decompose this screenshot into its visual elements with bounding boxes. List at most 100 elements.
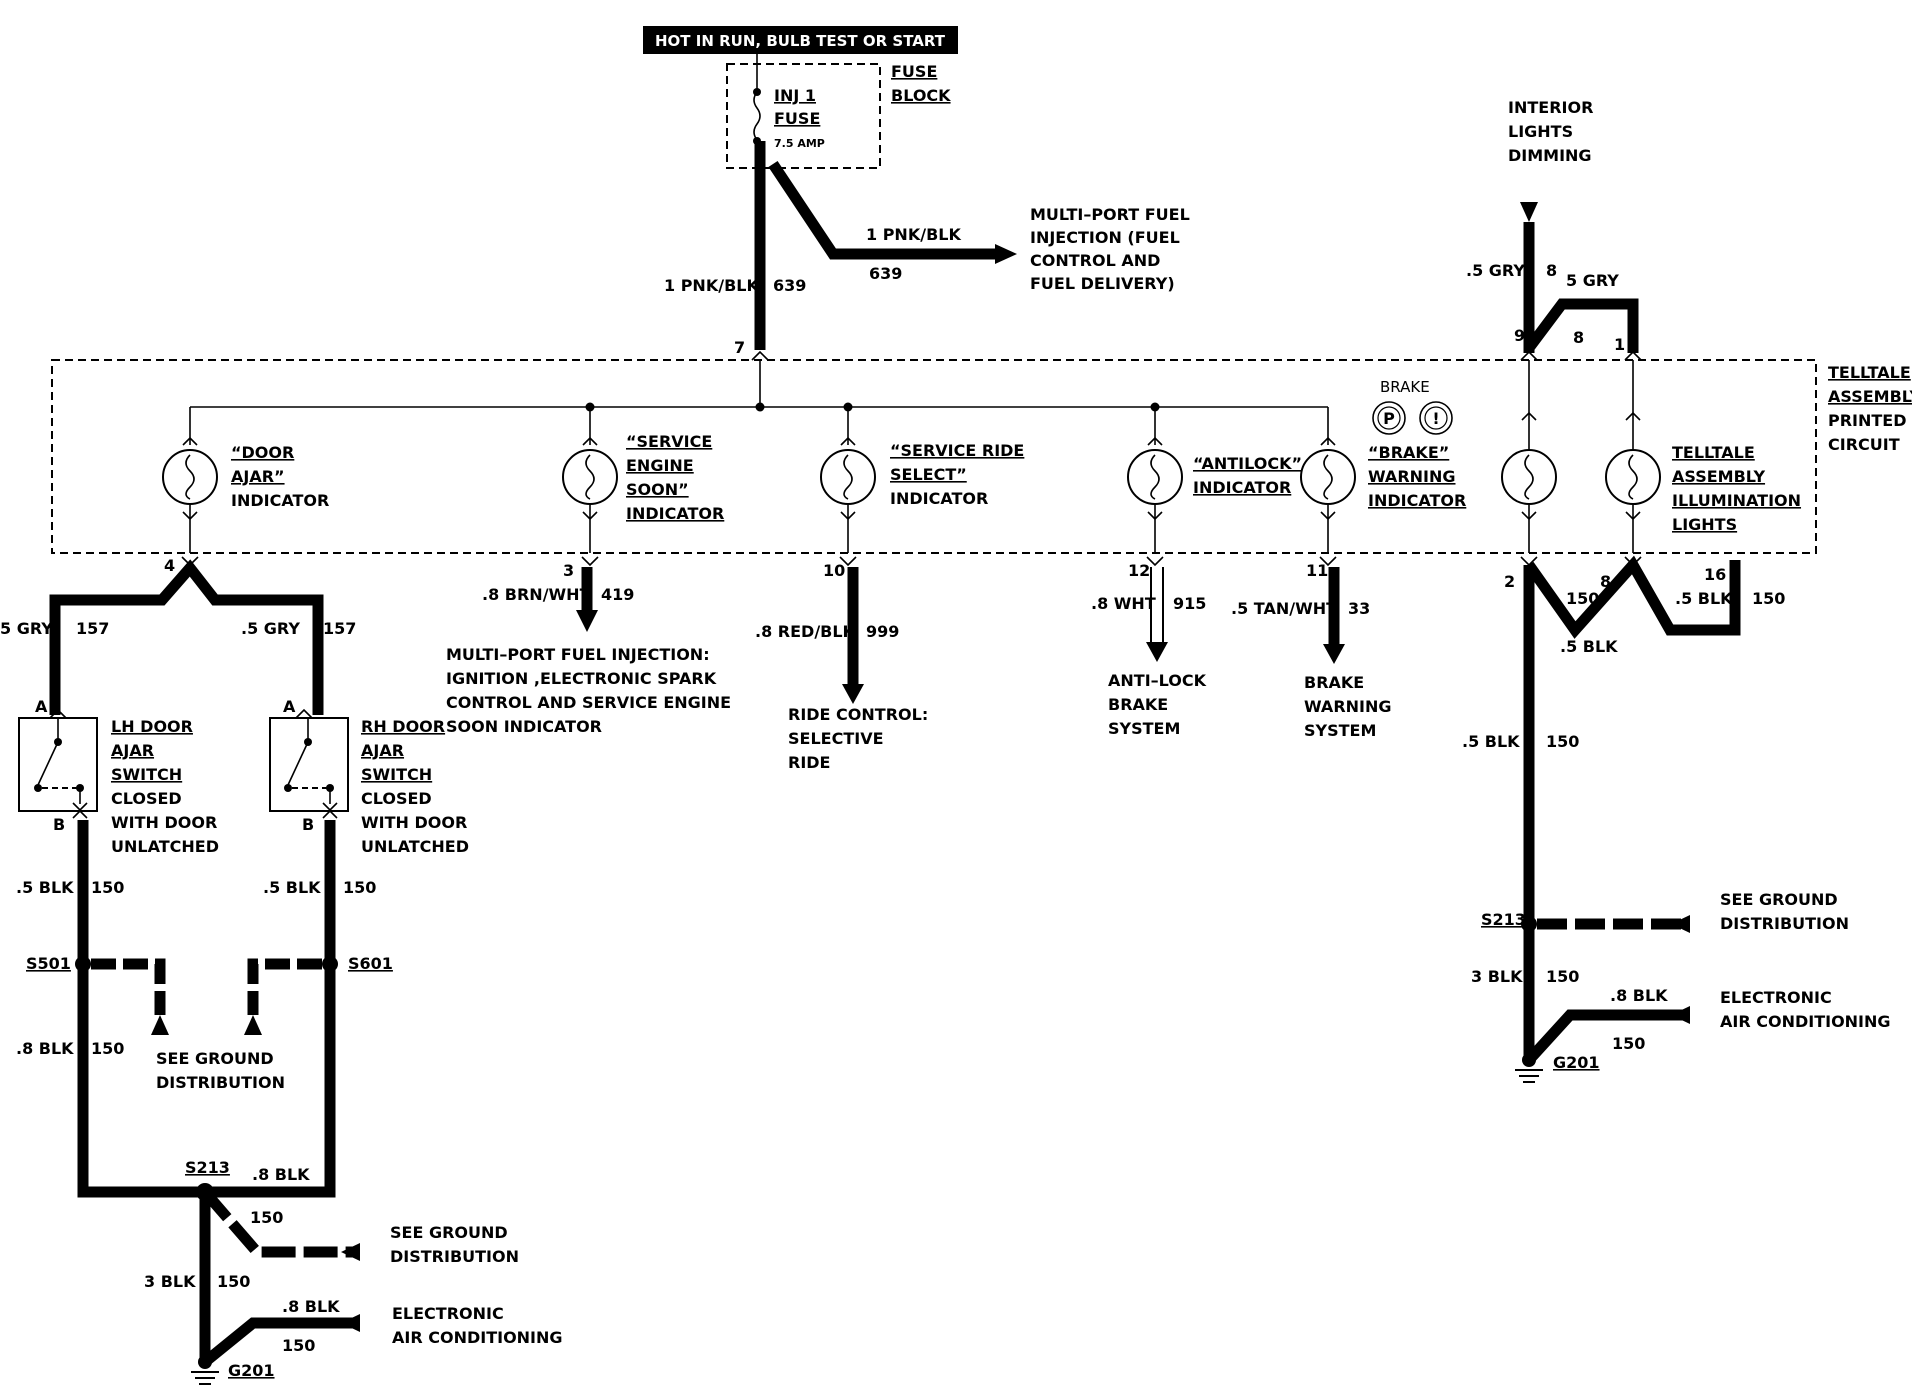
bulb-icon <box>1323 454 1333 500</box>
svg-text:TELLTALE: TELLTALE <box>1828 363 1911 382</box>
connector-arrow <box>1671 915 1690 933</box>
svg-text:WITH DOOR: WITH DOOR <box>111 813 217 832</box>
svg-text:WARNING: WARNING <box>1304 697 1392 716</box>
connector-arrow <box>1146 642 1168 662</box>
telltale-assembly: TELLTALE ASSEMBLY PRINTED CIRCUIT BRAKE … <box>51 359 1912 554</box>
svg-text:G201: G201 <box>1553 1053 1600 1072</box>
svg-text:8: 8 <box>1546 261 1557 280</box>
svg-text:150: 150 <box>91 878 124 897</box>
bulb-service-engine-soon: “SERVICE ENGINE SOON” INDICATOR <box>562 407 724 553</box>
svg-text:SEE GROUND: SEE GROUND <box>1720 890 1838 909</box>
svg-text:.5 BLK: .5 BLK <box>1462 732 1520 751</box>
bulb-icon <box>843 454 853 500</box>
svg-text:LH DOOR: LH DOOR <box>111 717 193 736</box>
svg-text:BRAKE: BRAKE <box>1380 378 1430 396</box>
svg-text:DISTRIBUTION: DISTRIBUTION <box>156 1073 285 1092</box>
svg-text:BRAKE: BRAKE <box>1108 695 1168 714</box>
svg-text:157: 157 <box>76 619 109 638</box>
svg-text:CONTROL AND: CONTROL AND <box>1030 251 1160 270</box>
svg-text:.5 TAN/WHT: .5 TAN/WHT <box>1231 599 1337 618</box>
svg-text:150: 150 <box>91 1039 124 1058</box>
svg-text:RIDE: RIDE <box>788 753 830 772</box>
svg-text:INDICATOR: INDICATOR <box>626 504 724 523</box>
svg-text:.8 BLK: .8 BLK <box>252 1165 310 1184</box>
svg-text:PRINTED: PRINTED <box>1828 411 1907 430</box>
svg-text:SELECTIVE: SELECTIVE <box>788 729 884 748</box>
svg-text:S601: S601 <box>348 954 393 973</box>
svg-text:INDICATOR: INDICATOR <box>231 491 329 510</box>
connector-pin-7 <box>751 350 769 361</box>
ground-icon <box>191 1371 219 1385</box>
svg-text:CLOSED: CLOSED <box>111 789 182 808</box>
svg-text:3: 3 <box>563 561 574 580</box>
svg-text:S213: S213 <box>185 1158 230 1177</box>
svg-text:DISTRIBUTION: DISTRIBUTION <box>1720 914 1849 933</box>
svg-text:BLOCK: BLOCK <box>891 86 951 105</box>
switch-icon <box>37 741 59 786</box>
bulb-icon <box>585 454 595 500</box>
svg-text:150: 150 <box>282 1336 315 1355</box>
svg-text:A: A <box>35 697 48 716</box>
svg-text:150: 150 <box>1546 967 1579 986</box>
svg-text:ASSEMBLY: ASSEMBLY <box>1828 387 1912 406</box>
svg-text:INJ 1: INJ 1 <box>774 86 816 105</box>
svg-text:IGNITION ,ELECTRONIC SPARK: IGNITION ,ELECTRONIC SPARK <box>446 669 717 688</box>
svg-text:AJAR: AJAR <box>111 741 154 760</box>
svg-text:ELECTRONIC: ELECTRONIC <box>1720 988 1832 1007</box>
svg-text:SWITCH: SWITCH <box>111 765 182 784</box>
svg-text:ELECTRONIC: ELECTRONIC <box>392 1304 504 1323</box>
svg-text:915: 915 <box>1173 594 1206 613</box>
svg-text:33: 33 <box>1348 599 1370 618</box>
svg-text:ANTI–LOCK: ANTI–LOCK <box>1108 671 1207 690</box>
svg-text:DISTRIBUTION: DISTRIBUTION <box>390 1247 519 1266</box>
fuse-icon <box>753 91 761 141</box>
svg-text:5 GRY: 5 GRY <box>1566 271 1619 290</box>
svg-text:ILLUMINATION: ILLUMINATION <box>1672 491 1801 510</box>
svg-text:7: 7 <box>734 338 745 357</box>
svg-text:ASSEMBLY: ASSEMBLY <box>1672 467 1765 486</box>
svg-text:INDICATOR: INDICATOR <box>890 489 988 508</box>
svg-text:.8 RED/BLK: .8 RED/BLK <box>755 622 856 641</box>
svg-text:.5 BLK: .5 BLK <box>16 878 74 897</box>
bulb-icon <box>1150 454 1160 500</box>
svg-text:157: 157 <box>323 619 356 638</box>
bulb-antilock: “ANTILOCK” INDICATOR <box>1127 407 1302 553</box>
connector-arrow <box>341 1243 360 1261</box>
connector-arrow <box>1671 1006 1690 1024</box>
park-brake-icon: P <box>1383 409 1395 428</box>
svg-text:CLOSED: CLOSED <box>361 789 432 808</box>
bulb-icon <box>1524 454 1534 500</box>
svg-text:WITH DOOR: WITH DOOR <box>361 813 467 832</box>
svg-text:16: 16 <box>1704 565 1726 584</box>
svg-text:639: 639 <box>869 264 902 283</box>
svg-text:B: B <box>302 815 314 834</box>
svg-text:AJAR”: AJAR” <box>231 467 285 486</box>
svg-text:.5 BLK: .5 BLK <box>1560 637 1618 656</box>
bulb-icon <box>185 454 195 500</box>
dimming-feed: INTERIOR LIGHTS DIMMING .5 GRY 8 5 GRY 8… <box>1466 98 1642 361</box>
svg-text:11: 11 <box>1306 561 1328 580</box>
svg-text:TELLTALE: TELLTALE <box>1672 443 1755 462</box>
svg-text:150: 150 <box>1546 732 1579 751</box>
svg-text:“SERVICE: “SERVICE <box>626 432 712 451</box>
bulb-door-ajar: “DOOR AJAR” INDICATOR <box>162 407 329 553</box>
bulb-service-ride-select: “SERVICE RIDE SELECT” INDICATOR <box>820 407 1024 553</box>
svg-text:9: 9 <box>1514 326 1525 345</box>
svg-text:BRAKE: BRAKE <box>1304 673 1364 692</box>
svg-text:999: 999 <box>866 622 899 641</box>
svg-text:LIGHTS: LIGHTS <box>1508 122 1573 141</box>
svg-text:639: 639 <box>773 276 806 295</box>
connector-arrow <box>1520 202 1538 222</box>
svg-text:INTERIOR: INTERIOR <box>1508 98 1593 117</box>
svg-text:4: 4 <box>164 556 175 575</box>
svg-text:AIR CONDITIONING: AIR CONDITIONING <box>392 1328 563 1347</box>
svg-text:12: 12 <box>1128 561 1150 580</box>
svg-text:SEE GROUND: SEE GROUND <box>156 1049 274 1068</box>
svg-text:SOON”: SOON” <box>626 480 689 499</box>
svg-text:150: 150 <box>1566 589 1599 608</box>
bulb-illumination-2: TELLTALE ASSEMBLY ILLUMINATION LIGHTS <box>1605 360 1801 553</box>
connector-arrow <box>1323 644 1345 664</box>
svg-text:S501: S501 <box>26 954 71 973</box>
svg-text:.5 GRY: .5 GRY <box>241 619 300 638</box>
